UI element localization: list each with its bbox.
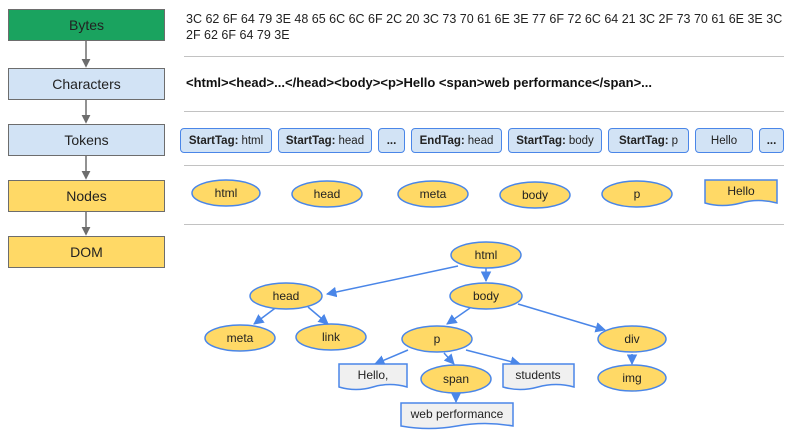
edge <box>325 265 459 298</box>
separator <box>184 224 784 225</box>
node-meta <box>397 180 469 208</box>
token-starttag-p: StartTag:p <box>608 128 689 153</box>
dom-text-node-web-performance <box>400 402 514 430</box>
node-label: html <box>215 186 238 200</box>
node-label: body <box>522 188 548 202</box>
token-starttag-html: StartTag:html <box>180 128 272 153</box>
stage-characters: Characters <box>8 68 165 100</box>
edge <box>374 349 409 366</box>
node-html <box>191 179 261 207</box>
edge <box>517 303 607 333</box>
dom-node-label: div <box>624 332 639 346</box>
stage-label: Nodes <box>66 188 107 204</box>
dom-node-meta <box>204 324 276 352</box>
dom-node-p <box>401 325 473 353</box>
dom-node-body <box>449 282 523 310</box>
node-head <box>291 180 363 208</box>
stage-label: DOM <box>70 244 103 260</box>
edge <box>446 307 471 325</box>
node-body <box>499 181 571 209</box>
dom-node-head <box>249 282 323 310</box>
token-ellipsis: ... <box>378 128 405 153</box>
dom-text-node-hello <box>338 363 408 391</box>
dom-node-link <box>295 323 367 351</box>
dom-node-label: meta <box>227 331 254 345</box>
dom-node-span <box>420 364 492 394</box>
token-hello: Hello <box>695 128 753 153</box>
characters-text: <html><head>...</head><body><p>Hello <sp… <box>186 75 653 90</box>
separator <box>184 111 784 112</box>
dom-node-label: students <box>515 368 560 382</box>
edge <box>307 306 329 325</box>
stage-tokens: Tokens <box>8 124 165 156</box>
token-starttag-body: StartTag:body <box>508 128 602 153</box>
dom-node-label: Hello, <box>358 368 389 382</box>
dom-text-node-students <box>502 363 575 391</box>
stage-bytes: Bytes <box>8 9 165 41</box>
dom-node-label: body <box>473 289 499 303</box>
node-hello-text <box>704 179 778 207</box>
stage-label: Bytes <box>68 17 104 33</box>
dom-node-div <box>597 325 667 353</box>
separator <box>184 56 784 57</box>
dom-node-label: web performance <box>410 407 504 421</box>
token-starttag-head: StartTag:head <box>278 128 372 153</box>
edge <box>443 352 455 365</box>
nodes-row: html head meta body p Hello <box>191 179 778 209</box>
node-label: meta <box>420 187 447 201</box>
node-label: p <box>634 187 641 201</box>
node-p <box>601 180 673 208</box>
node-label: Hello <box>727 184 755 198</box>
dom-node-label: head <box>273 289 300 303</box>
dom-node-label: link <box>322 330 341 344</box>
dom-node-label: html <box>475 248 498 262</box>
separator <box>184 165 784 166</box>
stage-label: Tokens <box>64 132 109 148</box>
dom-node-img <box>597 364 667 392</box>
dom-node-html <box>450 241 522 269</box>
dom-node-label: span <box>443 372 469 386</box>
stage-label: Characters <box>52 76 121 92</box>
token-ellipsis: ... <box>759 128 784 153</box>
bytes-text: 3C 62 6F 64 79 3E 48 65 6C 6C 6F 2C 20 3… <box>186 12 783 42</box>
dom-node-label: p <box>434 332 441 346</box>
token-endtag-head: EndTag:head <box>411 128 502 153</box>
dom-tree: html head body meta link p div Hello, sp… <box>204 241 667 430</box>
node-label: head <box>314 187 341 201</box>
edge <box>465 349 522 367</box>
stage-nodes: Nodes <box>8 180 165 212</box>
dom-node-label: img <box>622 371 641 385</box>
stage-dom: DOM <box>8 236 165 268</box>
